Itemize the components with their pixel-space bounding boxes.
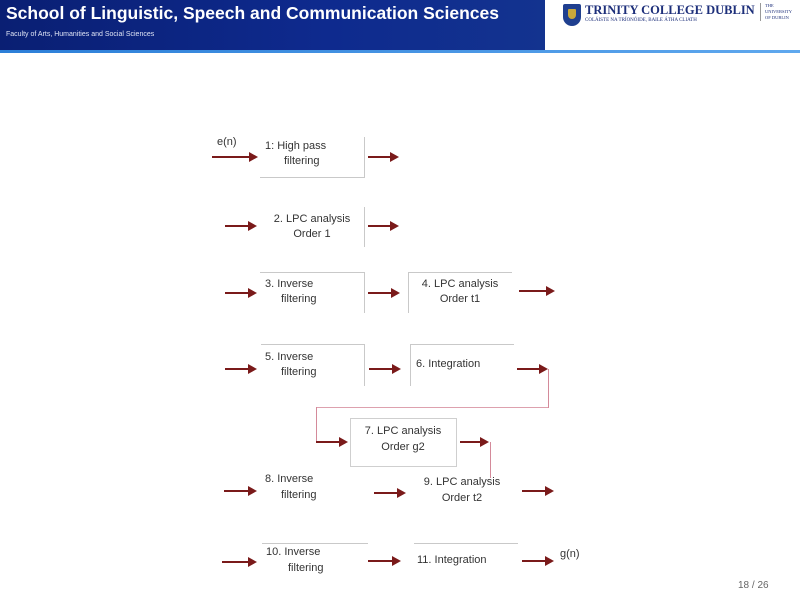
logo-irish: COLÁISTE NA TRÍONÓIDE, BAILE ÁTHA CLIATH (585, 18, 697, 23)
crest-icon (563, 4, 581, 26)
arrow (522, 486, 554, 496)
arrow (519, 286, 555, 296)
arrow (517, 364, 548, 374)
block-border (410, 344, 411, 386)
block-10-line-2: filtering (288, 562, 324, 574)
arrow (368, 152, 399, 162)
block-7-line-2: Order g2 (381, 441, 425, 453)
block-border (364, 137, 365, 178)
block-border (408, 272, 409, 313)
block-border (364, 272, 365, 313)
block-border (364, 207, 365, 247)
connector-line (316, 407, 317, 442)
block-5-line-1: 5. Inverse (265, 351, 314, 363)
arrow (368, 288, 400, 298)
block-2-line-2: Order 1 (293, 228, 331, 240)
tcd-logo: TRINITY COLLEGE DUBLIN COLÁISTE NA TRÍON… (545, 0, 800, 50)
header-banner: School of Linguistic, Speech and Communi… (0, 0, 545, 50)
block-border (410, 344, 514, 345)
page-number: 18 / 26 (738, 580, 769, 591)
block-border (261, 344, 365, 345)
connector-line (316, 407, 549, 408)
block-4-line-2: Order t1 (439, 293, 481, 305)
arrow (222, 557, 257, 567)
arrow (368, 221, 399, 231)
connector-line (548, 369, 549, 408)
output-label: g(n) (560, 548, 580, 560)
arrow (368, 556, 401, 566)
arrow (225, 364, 257, 374)
block-border (262, 543, 368, 544)
arrow (225, 288, 257, 298)
block-1-line-1: 1: High pass (265, 140, 327, 152)
block-7 (350, 418, 457, 467)
block-10-line-1: 10. Inverse (266, 546, 321, 558)
arrow (212, 152, 258, 162)
block-2-line-1: 2. LPC analysis (273, 213, 351, 225)
header-divider (0, 50, 800, 53)
block-9-line-1: 9. LPC analysis (423, 476, 501, 488)
arrow (369, 364, 401, 374)
block-11-label: 11. Integration (417, 554, 487, 566)
block-border (260, 177, 365, 178)
block-4-line-1: 4. LPC analysis (421, 278, 499, 290)
block-border (408, 272, 512, 273)
school-title: School of Linguistic, Speech and Communi… (6, 3, 499, 23)
input-label: e(n) (217, 136, 237, 148)
block-1-line-2: filtering (284, 155, 320, 167)
block-5-line-2: filtering (281, 366, 317, 378)
block-border (364, 344, 365, 386)
arrow (374, 488, 406, 498)
block-border (260, 272, 365, 273)
connector-line (490, 442, 491, 478)
arrow (460, 437, 489, 447)
block-8-line-2: filtering (281, 489, 317, 501)
arrow (225, 221, 257, 231)
arrow (316, 437, 348, 447)
arrow (522, 556, 554, 566)
block-8-line-1: 8. Inverse (265, 473, 314, 485)
block-3-line-1: 3. Inverse (265, 278, 314, 290)
block-border (414, 543, 518, 544)
block-7-line-1: 7. LPC analysis (364, 425, 442, 437)
block-6-label: 6. Integration (416, 358, 481, 370)
arrow (224, 486, 257, 496)
logo-university: THE UNIVERSITY OF DUBLIN (760, 3, 795, 21)
faculty-subtitle: Faculty of Arts, Humanities and Social S… (6, 31, 155, 38)
block-9-line-2: Order t2 (441, 492, 483, 504)
block-3-line-2: filtering (281, 293, 317, 305)
logo-name: TRINITY COLLEGE DUBLIN (585, 3, 755, 17)
